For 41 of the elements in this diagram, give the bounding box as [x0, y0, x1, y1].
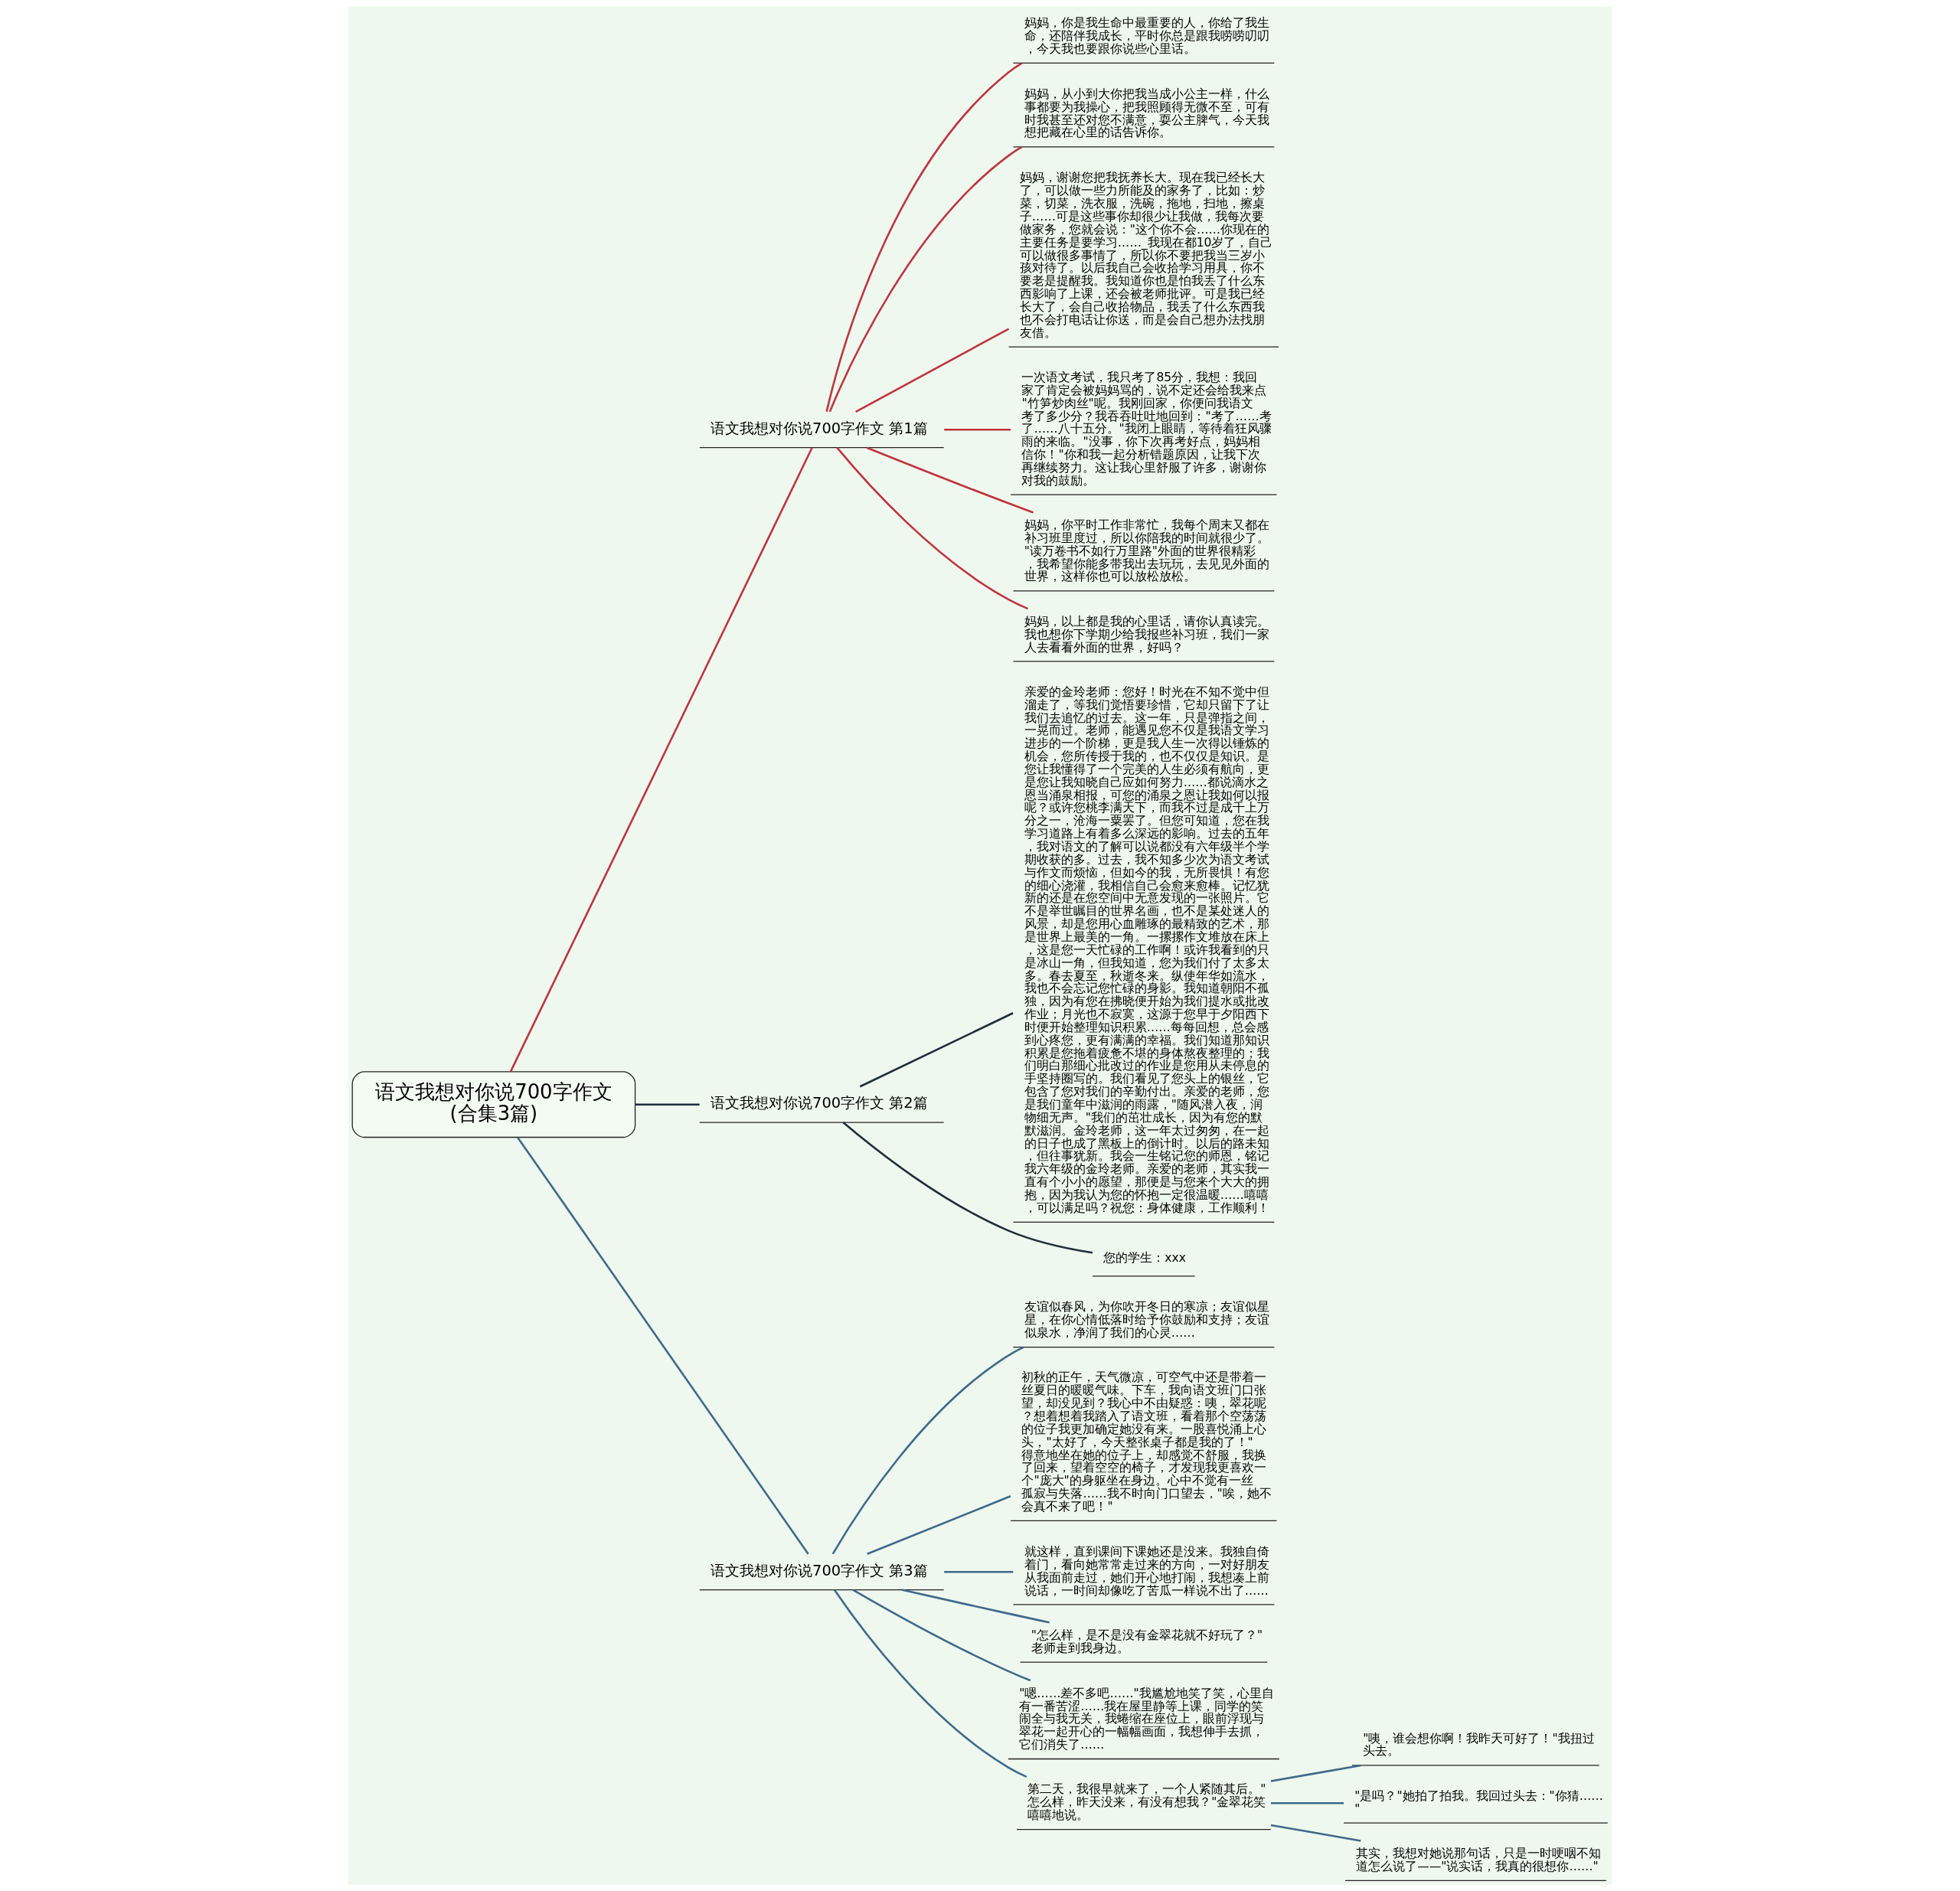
connector — [852, 1589, 1031, 1682]
node-text: "怎么样，是不是没有金翠花就不好玩了？"老师走到我身边。 — [1031, 1628, 1263, 1655]
connector — [509, 447, 813, 1073]
connector — [831, 1346, 1024, 1555]
connector — [1270, 1801, 1344, 1804]
node-text: 亲爱的金玲老师：您好！时光在不知不觉中但溜走了，等我们觉悟要珍惜，它却只留下了让我们去追忆的过去。这一年，只是弹指之间，一晃而过。老师，能遇见您不仅是我语文学习进步的一个阶梯，更是我人生一次得以锤炼的机会，您所传授于我的，也不仅仅是知识。是您让我懂得了一个完美的人生必须有航向，更是您让我知晓自己应如何努力……都说滴水之恩当涌泉相报，可您的涌泉之恩让我如何以报呢？或许您桃李满天下，而我不过是成千上万分之一，沧海一粟罢了。但您可知道，您在我学习道路上有着多么深远的影响。过去的五年，我对语文的了解可以说都没有六年级半个学期收获的多。过去，我不知多少次为语文考试与作文而烦恼，但如今的我，无所畏惧！有您的细心浇灌，我相信自己会愈来愈棒。记忆犹新的还是在您空间中无意发现的一张照片。它不是举世瞩目的世界名画，也不是某处迷人的风景，却是您用心血雕琢的最精致的艺术，那是世界上最美的一角。一摞摞作文堆放在床上，这是您一天忙碌的工作啊！或许我看到的只是冰山一角，但我知道，您为我们付了太多太多。春去夏至，秋逝冬来。纵使年华如流水，我也不会忘记您忙碌的身影。我知道朝阳不孤独，因为有您在拂晓便开始为我们提水或批改作业；月光也不寂寞，这源于您早于夕阳西下时便开始整理知识积累……每每回想，总会感到心疼您，更有满满的幸福。我们知道那知识积累是您拖着疲惫不堪的身体熬夜整理的；我们明白那细心批改过的作业是您用从未停息的手坚持圈写的。我们看见了您头上的银丝，它包含了您对我们的辛勤付出。亲爱的老师，您是我们童年中滋润的雨露，"随风潜入夜，润物细无声。"我们的茁壮成长，因为有您的默默滋润。金玲老师，这一年太过匆匆，在一起的日子也成了黑板上的倒计时。以后的路未知，但往事犹新。我会一生铭记您的师恩，铭记我六年级的金玲老师。亲爱的老师，其实我一直有个小小的愿望，那便是与您来个大大的拥抱，因为我认为您的怀抱一定很温暖……嘻嘻，可以满足吗？祝您：身体健康，工作顺利！ — [1024, 684, 1269, 1215]
connector — [635, 1103, 700, 1106]
connector — [867, 1495, 1011, 1555]
connector — [833, 1589, 1027, 1778]
node-text: 语文我想对你说700字作文 第3篇 — [710, 1561, 928, 1579]
node-text: 语文我想对你说700字作文 第2篇 — [710, 1094, 928, 1112]
node-box: 语文我想对你说700字作文(合集3篇) — [351, 1071, 636, 1138]
node-text: 语文我想对你说700字作文 第1篇 — [710, 419, 928, 437]
connector — [901, 1589, 1050, 1624]
node-text: 第二天，我很早就来了，一个人紧随其后。"怎么样，昨天没来，有没有想我？"金翠花笑嘻嘻地说。 — [1027, 1782, 1266, 1823]
connector — [828, 145, 1023, 413]
node-text: 其实，我想对她说那句话，只是一时哽咽不知道怎么说了——"说实话，我真的很想你……" — [1356, 1846, 1602, 1873]
node-text: 友谊似春风，为你吹开冬日的寒凉；友谊似星星，在你心情低落时给予你鼓励和支持；友谊似泉水，净润了我们的心灵…… — [1024, 1300, 1269, 1341]
connector — [836, 446, 1029, 610]
node-text: 妈妈，你是我生命中最重要的人，你给了我生命，还陪伴我成长，平时你总是跟我唠唠叨叨，今天我也要跟你说些心里话。 — [1024, 16, 1269, 56]
node-text: "嗯……差不多吧……"我尴尬地笑了笑，心里自有一番苦涩……我在屋里静等上课，同学的笑闹全与我无关，我蜷缩在座位上，眼前浮现与翠花一起开心的一幅幅画面，我想伸手去抓，它们消失了…… — [1019, 1686, 1274, 1752]
node-text: "咦，谁会想你啊！我昨天可好了！"我扭过头去。 — [1363, 1731, 1595, 1759]
connector — [1270, 1764, 1361, 1782]
connector — [1270, 1824, 1361, 1842]
node-text: 妈妈，从小到大你把我当成小公主一样，什么事都要为我操心，把我照顾得无微不至，可有时我甚至还对您不满意，耍公主脾气，今天我想把藏在心里的话告诉你。 — [1024, 87, 1269, 140]
node-text: 您的学生：xxx — [1103, 1250, 1186, 1265]
node-text: 妈妈，以上都是我的心里话，请你认真读完。我也想你下学期少给我报些补习班，我们一家人去看看外面的世界，好吗？ — [1024, 614, 1269, 655]
connector — [825, 62, 1023, 412]
node-text: "是吗？"她拍了拍我。我回过头去："你猜……" — [1354, 1788, 1603, 1816]
connector — [859, 1012, 1014, 1088]
node-text: 就这样，直到课间下课她还是没来。我独自倚着门，看向她常常走过来的方向，一对好朋友从我面前走过，她们开心地打闹，我想凑上前说话，一时间却像吃了苦瓜一样说不出了…… — [1024, 1544, 1269, 1598]
connector — [855, 328, 1010, 413]
node-text: 初秋的正午，天气微凉，可空气中还是带着一丝夏日的暖暖气味。下车，我向语文班门口张望，却没见到？我心中不由疑惑：咦，翠花呢？想着想着我踏入了语文班，看着那个空荡荡的位子我更加确定她没有来。一股喜悦涌上心头，"太好了，今天整张桌子都是我的了！"得意地坐在她的位子上，却感觉不舒服，我换了回来，望着空空的椅子，才发现我更喜欢一个"庞大"的身躯坐在身边。心中不觉有一丝孤寂与失落……我不时向门口望去，"唉，她不会真不来了吧！" — [1021, 1370, 1272, 1514]
node-text: 妈妈，谢谢您把我抚养长大。现在我已经长大了，可以做一些力所能及的家务了，比如：炒菜，切菜，洗衣服，洗碗，拖地，扫地，擦桌子……可是这些事你却很少让我做，我每次要做家务，您就会说："这个你不会……你现在的主要任务是要学习……_我现在都10岁了，自己可以做很多事情了，所以你不要把我当三岁小孩对待了。以后我自己会收拾学习用具，你不要老是提醒我。我知道你也是怕我丢了什么东西影响了上课，还会被老师批评。可是我已经长大了，会自己收拾物品，我丢了什么东西我也不会打电话让你送，而是会自己想办法找朋友借。 — [1019, 171, 1273, 340]
connector — [866, 446, 1034, 514]
connector — [944, 1570, 1014, 1573]
connector — [842, 1122, 1093, 1254]
connector — [944, 429, 1011, 431]
node-text: 妈妈，你平时工作非常忙，我每个周末又都在补习班里度过，所以你陪我的时间就很少了。"读万卷书不如行万里路"外面的世界很精彩，我希望你能多带我出去玩玩，去见见外面的世界，这样你也可以放松放松。 — [1024, 518, 1269, 584]
connector — [517, 1136, 809, 1555]
node-text: 一次语文考试，我只考了85分，我想：我回家了肯定会被妈妈骂的，说不定还会给我来点"竹笋炒肉丝"呢。我刚回家，你便问我语文考了多少分？我吞吞吐吐地回到："考了……考了……八十五分。"我闭上眼睛，等待着狂风骤雨的来临。"没事，你下次再考好点，妈妈相信你！"你和我一起分析错题原因，让我下次再继续努力。这让我心里舒服了许多，谢谢你对我的鼓励。 — [1021, 370, 1272, 488]
